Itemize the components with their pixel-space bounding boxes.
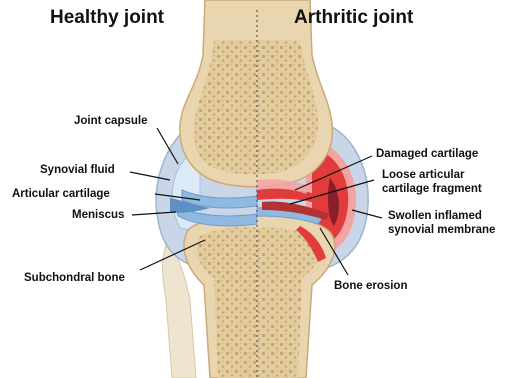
- label-swollen-membrane: Swollen inflamed synovial membrane: [388, 209, 495, 237]
- label-subchondral-bone: Subchondral bone: [24, 271, 125, 285]
- label-damaged-cartilage: Damaged cartilage: [376, 147, 478, 161]
- label-joint-capsule: Joint capsule: [74, 114, 148, 128]
- label-loose-fragment: Loose articular cartilage fragment: [382, 168, 482, 196]
- label-loose-fragment-line2: cartilage fragment: [382, 182, 482, 196]
- label-swollen-line1: Swollen inflamed: [388, 209, 495, 223]
- label-synovial-fluid: Synovial fluid: [40, 163, 115, 177]
- label-swollen-line2: synovial membrane: [388, 223, 495, 237]
- healthy-joint-title: Healthy joint: [50, 7, 164, 29]
- label-articular-cartilage: Articular cartilage: [12, 187, 110, 201]
- label-bone-erosion: Bone erosion: [334, 279, 407, 293]
- arthritic-joint-title: Arthritic joint: [294, 7, 413, 29]
- label-loose-fragment-line1: Loose articular: [382, 168, 482, 182]
- label-meniscus: Meniscus: [72, 208, 124, 222]
